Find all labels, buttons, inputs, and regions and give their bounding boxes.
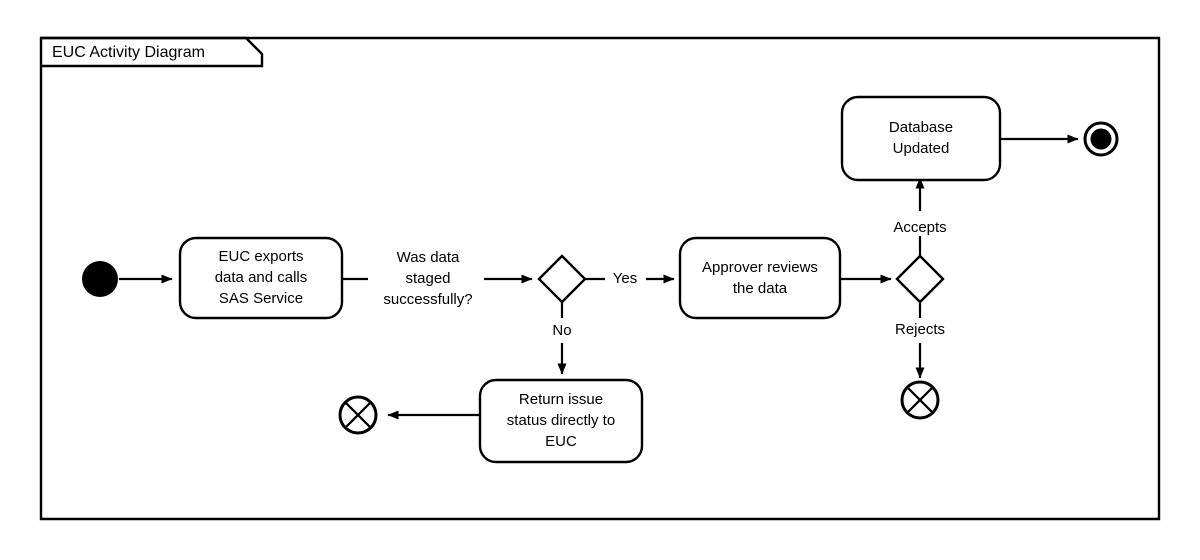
edge-export-to-decision: Was data staged successfully? <box>342 249 533 308</box>
diagram-frame: EUC Activity Diagram <box>39 36 1161 521</box>
activity-approver-review-line-2: the data <box>733 280 788 297</box>
edge-export-to-decision-label-line-3: successfully? <box>383 291 472 308</box>
activity-return-issue: Return issue status directly to EUC <box>478 378 644 464</box>
edge-decision-yes: Yes <box>585 270 675 287</box>
activity-database-updated-line-1: Database <box>889 119 953 136</box>
activity-database-updated-line-2: Updated <box>893 140 950 157</box>
frame-title-tab <box>41 36 264 68</box>
activity-euc-export-line-3: SAS Service <box>219 290 303 307</box>
decision-staged-diamond <box>537 254 587 304</box>
activity-approver-review-box <box>678 236 842 320</box>
edge-approval-accepts: Accepts <box>893 177 947 256</box>
edge-approval-rejects-label: Rejects <box>895 321 945 338</box>
activity-return-issue-line-1: Return issue <box>519 391 603 408</box>
edge-decision-yes-label: Yes <box>613 270 637 287</box>
activity-euc-export-line-2: data and calls <box>215 269 308 286</box>
flow-final-rejects-cross-2 <box>906 386 934 414</box>
initial-node-circle <box>82 261 118 297</box>
activity-database-updated: Database Updated <box>840 95 1002 182</box>
decision-approval <box>895 254 945 304</box>
initial-node <box>82 261 118 297</box>
edge-export-to-decision-label-line-2: staged <box>405 270 450 287</box>
activity-euc-export-line-1: EUC exports <box>218 248 303 265</box>
edge-export-to-decision-label-line-1: Was data <box>397 249 460 266</box>
flow-final-node-rejects <box>900 380 940 420</box>
frame-border <box>39 36 1161 521</box>
final-node-inner-disc <box>1090 128 1112 150</box>
edge-decision-no-label: No <box>552 322 571 339</box>
decision-staged <box>537 254 587 304</box>
edge-approval-accepts-label: Accepts <box>893 219 946 236</box>
flow-final-left-cross-2 <box>344 401 372 429</box>
activity-return-issue-line-3: EUC <box>545 433 577 450</box>
final-node <box>1083 121 1119 157</box>
activity-database-updated-box <box>840 95 1002 182</box>
activity-approver-review: Approver reviews the data <box>678 236 842 320</box>
edge-decision-no: No <box>552 302 572 375</box>
edge-approval-rejects: Rejects <box>895 302 945 379</box>
activity-approver-review-line-1: Approver reviews <box>702 259 818 276</box>
activity-return-issue-box <box>478 378 644 464</box>
flow-final-node-left <box>338 395 378 435</box>
activity-return-issue-line-2: status directly to <box>507 412 615 429</box>
activity-euc-export: EUC exports data and calls SAS Service <box>178 236 344 320</box>
frame-title-label: EUC Activity Diagram <box>52 44 205 61</box>
decision-approval-diamond <box>895 254 945 304</box>
